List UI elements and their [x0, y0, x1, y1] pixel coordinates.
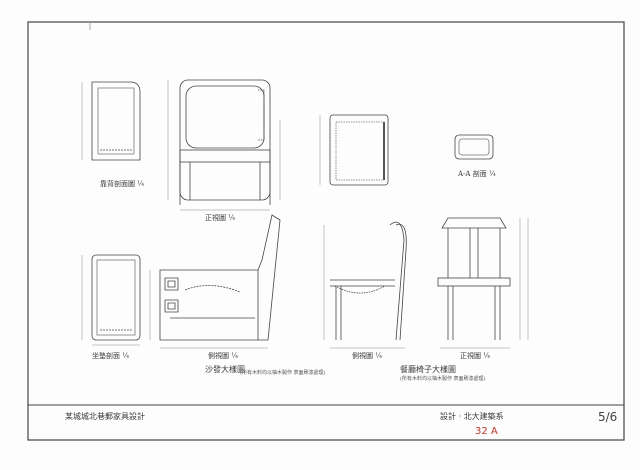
label-chair-title: 餐廳椅子大樣圖	[400, 365, 456, 374]
sofa-front-view	[167, 79, 281, 211]
designer-credit: 設計 · 北大建築系	[440, 412, 504, 421]
sofa-back-section	[81, 81, 141, 161]
handwritten-mark: 32 A	[475, 426, 498, 437]
sheet-border	[27, 21, 625, 441]
label-chair-side-view: 側視圖 ¼	[352, 352, 383, 360]
sofa-seat-section	[81, 254, 141, 346]
label-sofa-side-view: 側視圖 ¼	[208, 352, 239, 360]
sofa-side-view	[149, 214, 281, 349]
note-chair-material: (所有木料均以柚木製作 表面刷漆處理)	[400, 376, 486, 382]
project-title: 某城城北巷郵家具設計	[65, 412, 145, 421]
chair-front-view	[437, 217, 529, 349]
cushion-aa-section	[454, 134, 494, 160]
label-sofa-front-view: 正視圖 ¼	[205, 214, 236, 222]
label-sofa-seat-section: 坐墊剖面 ¼	[92, 352, 130, 360]
chair-side-view	[323, 221, 407, 349]
cushion-plan	[319, 114, 389, 186]
label-cushion-aa: A-A 剖面 ¼	[458, 170, 496, 178]
page-number: 5/6	[598, 410, 618, 424]
note-sofa-material: (所有木料均以柚木製作 表面刷漆處理)	[240, 370, 326, 376]
label-chair-front-view: 正視圖 ¼	[460, 352, 491, 360]
label-sofa-back-section: 靠背剖面圖 ¼	[100, 180, 145, 188]
label-sofa-title: 沙發大樣圖	[205, 365, 245, 374]
